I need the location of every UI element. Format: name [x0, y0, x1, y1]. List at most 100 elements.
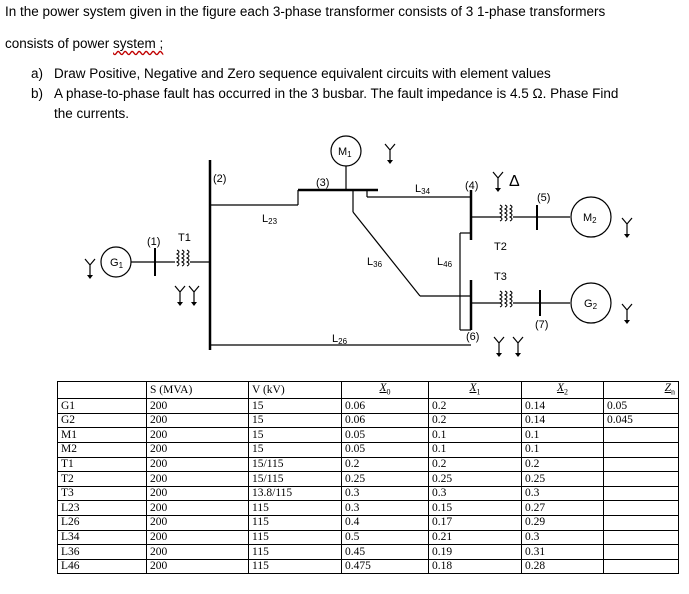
table-cell: 0.14: [521, 398, 604, 414]
t3-wye-icon-a: [493, 336, 505, 358]
table-cell: 0.25: [521, 471, 604, 487]
table-cell: 0.1: [428, 442, 522, 458]
table-cell: L26: [57, 515, 147, 531]
table-cell: 15: [248, 398, 342, 414]
table-cell: 0.25: [428, 471, 522, 487]
intro-line-2: consists of power system ;: [5, 36, 163, 51]
table-cell: T2: [57, 471, 147, 487]
g2-wye-icon: [621, 303, 633, 325]
table-cell: [603, 500, 679, 517]
table-cell: L23: [57, 500, 147, 517]
header-x0: X0: [341, 380, 429, 400]
table-cell: 15/115: [248, 471, 342, 487]
table-cell: L36: [57, 544, 147, 560]
table-header-row: S (MVA) V (kV) X0 X1 X2 Zn: [57, 380, 679, 400]
table-cell: 0.05: [603, 398, 679, 414]
table-cell: [603, 485, 679, 502]
table-cell: [603, 456, 679, 473]
table-cell: G1: [57, 398, 147, 414]
header-x1: X1: [428, 380, 522, 400]
t1-wye-icon-b: [188, 285, 200, 307]
intro-line-1: In the power system given in the figure …: [5, 4, 606, 19]
l23-label: L23: [262, 213, 278, 226]
table-cell: 200: [146, 398, 249, 414]
table-cell: [603, 515, 679, 531]
table-cell: 15: [248, 427, 342, 444]
bus6-label: (6): [466, 331, 479, 343]
m1-label: M1: [338, 146, 352, 159]
table-cell: 200: [146, 558, 249, 575]
m1-wye-icon: [384, 143, 396, 165]
table-cell: 0.475: [341, 558, 429, 575]
table-cell: [603, 442, 679, 458]
l36-label: L36: [367, 256, 383, 269]
delta-label: Δ: [509, 173, 520, 190]
table-cell: [603, 544, 679, 560]
m2-label: M2: [583, 212, 597, 225]
l26-label: L26: [332, 333, 348, 346]
table-cell: 15: [248, 412, 342, 429]
header-x2: X2: [521, 380, 604, 400]
table-cell: T1: [57, 456, 147, 473]
m2-circle: [570, 196, 612, 238]
table-cell: 200: [146, 442, 249, 458]
table-cell: 200: [146, 412, 249, 429]
table-cell: 200: [146, 500, 249, 517]
table-cell: 200: [146, 427, 249, 444]
table-cell: 0.2: [428, 456, 522, 473]
table-cell: 0.3: [521, 529, 604, 546]
table-cell: 0.31: [521, 544, 604, 560]
table-cell: 0.28: [521, 558, 604, 575]
table-cell: 0.06: [341, 398, 429, 414]
header-v-kv: V (kV): [248, 380, 342, 400]
table-cell: 15: [248, 442, 342, 458]
table-cell: M1: [57, 427, 147, 444]
bus1-label: (1): [147, 236, 160, 248]
table-cell: 200: [146, 529, 249, 546]
table-cell: 200: [146, 456, 249, 473]
g1-wye-icon: [84, 258, 96, 280]
table-cell: 0.19: [428, 544, 522, 560]
table-cell: 0.3: [428, 485, 522, 502]
t3-wye-icon-b: [512, 336, 524, 358]
table-cell: 15/115: [248, 456, 342, 473]
intro-line-2-a: consists of power: [5, 36, 114, 51]
g1-label: G1: [110, 257, 124, 270]
header-empty: [57, 380, 147, 400]
table-cell: 200: [146, 544, 249, 560]
table-cell: 0.4: [341, 515, 429, 531]
part-a-text: Draw Positive, Negative and Zero sequenc…: [54, 66, 551, 81]
table-cell: 0.2: [521, 456, 604, 473]
table-cell: 0.25: [341, 471, 429, 487]
table-cell: [603, 427, 679, 444]
l46-label: L46: [437, 256, 453, 269]
m2-wye-icon: [621, 217, 633, 239]
bus3-label: (3): [316, 177, 329, 189]
table-cell: [603, 529, 679, 546]
part-b-line-1: A phase-to-phase fault has occurred in t…: [54, 86, 619, 101]
table-cell: 200: [146, 485, 249, 502]
table-cell: 200: [146, 471, 249, 487]
t2-wye-icon: [492, 171, 504, 193]
bus4-label: (4): [465, 180, 478, 192]
l34-label: L34: [415, 183, 431, 196]
bus2-label: (2): [213, 173, 226, 185]
table-cell: 0.18: [428, 558, 522, 575]
bus7-label: (7): [535, 319, 548, 331]
t1-wye-icon-a: [174, 285, 186, 307]
table-cell: 0.2: [341, 456, 429, 473]
g2-circle: [570, 282, 612, 324]
table-cell: 0.06: [341, 412, 429, 429]
t2-coils: [499, 204, 513, 222]
g2-label: G2: [584, 298, 598, 311]
